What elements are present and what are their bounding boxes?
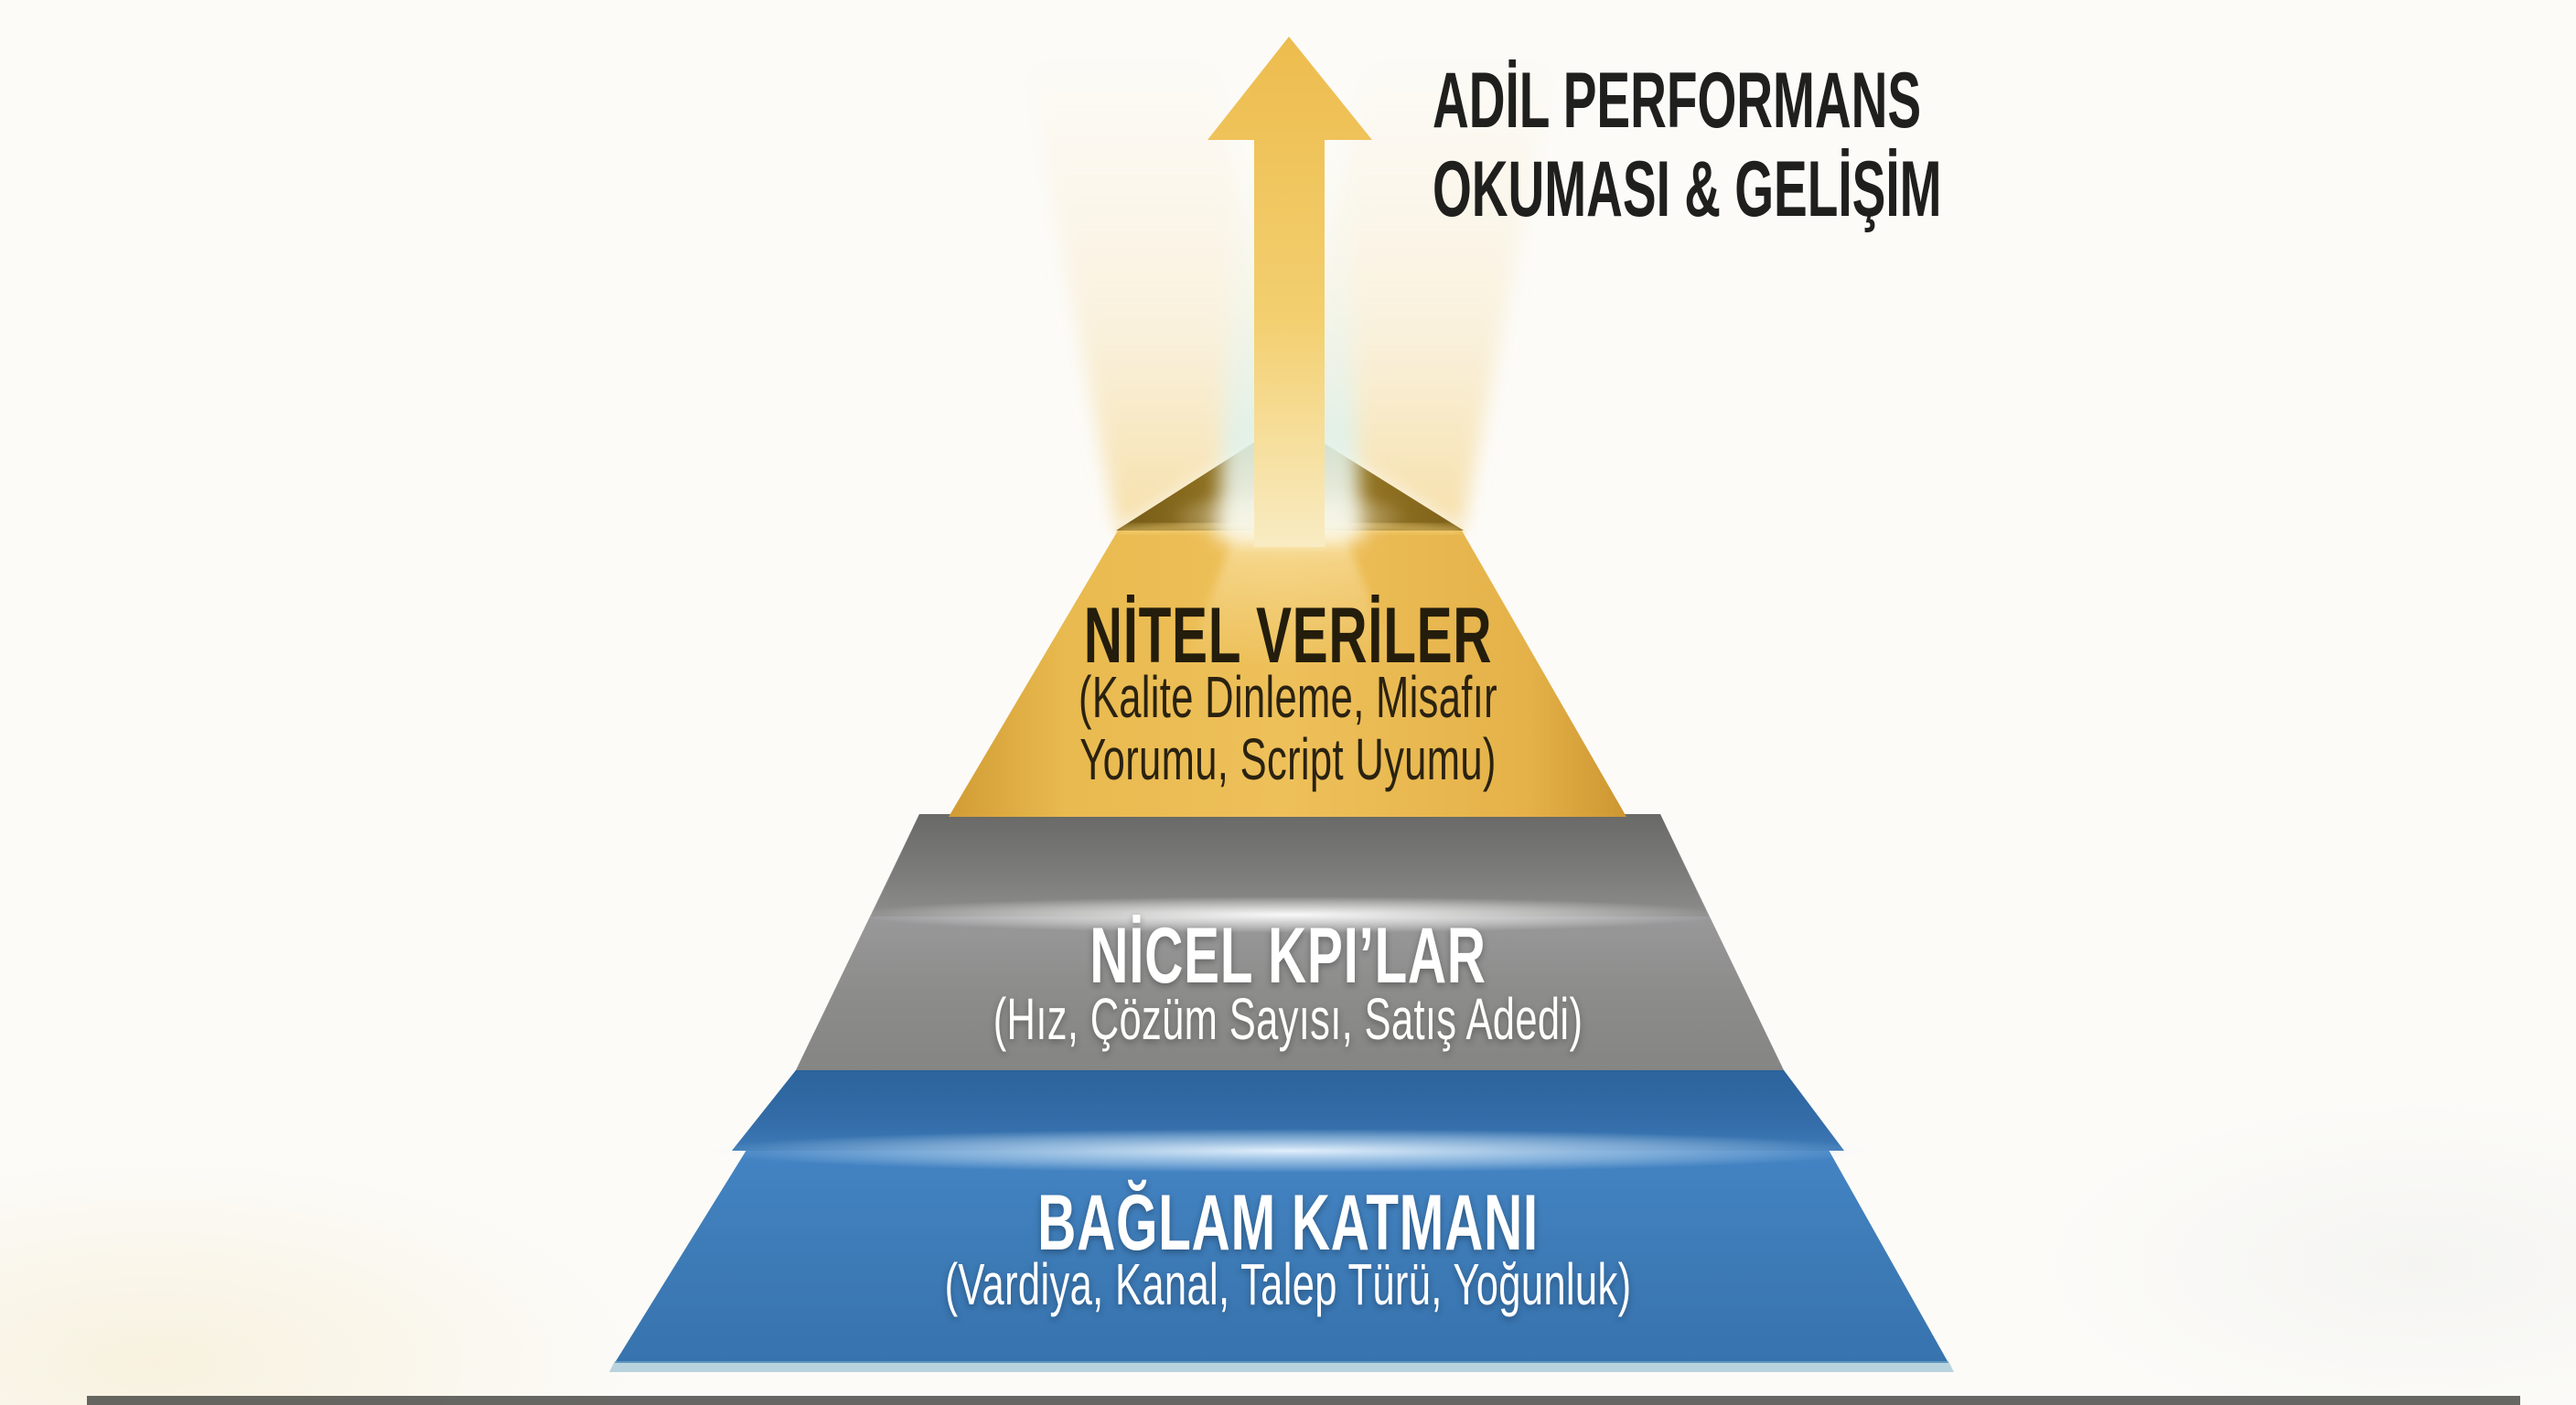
layer-qualitative-subtitle-line1: (Kalite Dinleme, Misafır — [1079, 664, 1497, 730]
light-beam-left — [1025, 64, 1288, 531]
bottom-edge-strip — [87, 1396, 2520, 1405]
layer-context-title: BAĞLAM KATMANI — [1037, 1179, 1539, 1267]
arrow-annotation: ADİL PERFORMANS OKUMASI & GELİŞİM — [1433, 57, 1942, 234]
light-beam-right — [1292, 64, 1555, 531]
layer-qualitative-subtitle-line2: Yorumu, Script Uyumu) — [1079, 726, 1497, 792]
layer-kpi-subtitle: (Hız, Çözüm Sayısı, Satış Adedi) — [993, 986, 1583, 1052]
layer-qualitative-title: NİTEL VERİLER — [1083, 592, 1493, 680]
upward-arrow-icon — [1208, 37, 1372, 547]
arrow-annotation-line2: OKUMASI & GELİŞİM — [1433, 145, 1942, 233]
layer-kpi-title: NİCEL KPI’LAR — [1089, 912, 1487, 1000]
layer-context-underline — [609, 1361, 1954, 1372]
arrow-annotation-line1: ADİL PERFORMANS — [1433, 57, 1922, 145]
layer-context-subtitle: (Vardiya, Kanal, Talep Türü, Yoğunluk) — [944, 1251, 1632, 1317]
layer-kpi-shape — [796, 814, 1784, 1070]
layer-context-shape — [609, 1070, 1954, 1372]
